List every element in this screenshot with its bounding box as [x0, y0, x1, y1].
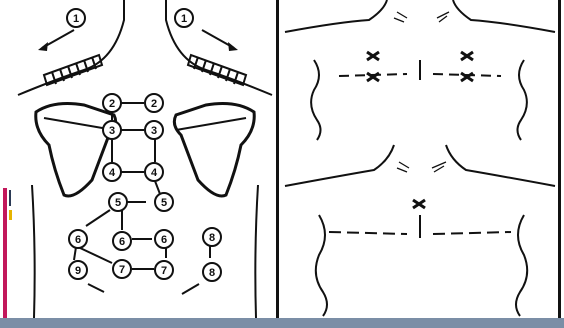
right-border — [558, 0, 561, 322]
step-marker: 1 — [67, 9, 85, 27]
step-number: 6 — [119, 236, 125, 248]
step-number: 3 — [109, 125, 115, 137]
left-torso-line — [32, 185, 35, 318]
accent-mark — [9, 190, 11, 206]
step-number: 2 — [151, 98, 157, 110]
step-marker: 7 — [155, 261, 173, 279]
step-marker: 4 — [145, 163, 163, 181]
step-number: 6 — [161, 234, 167, 246]
step-number: 4 — [151, 167, 158, 179]
step-number: 3 — [151, 125, 157, 137]
bottom-x-mark — [413, 200, 425, 208]
step-number: 5 — [161, 197, 167, 209]
step-number: 8 — [209, 267, 215, 279]
bottom-chest-outline — [285, 145, 555, 316]
step-number: 1 — [73, 13, 79, 25]
step-marker: 4 — [103, 163, 121, 181]
step-marker: 6 — [69, 230, 87, 248]
step-marker: 6 — [155, 230, 173, 248]
accent-bar — [3, 188, 7, 328]
step-number: 4 — [109, 167, 116, 179]
right-scapula — [174, 104, 254, 196]
step-number: 8 — [209, 232, 215, 244]
step-marker: 8 — [203, 263, 221, 281]
x-mark — [413, 200, 425, 208]
step-marker: 2 — [145, 94, 163, 112]
accent-mark-yellow — [9, 210, 12, 220]
marks-diagram-panel — [279, 0, 561, 318]
step-marker: 1 — [175, 9, 193, 27]
step-marker: 9 — [69, 261, 87, 279]
x-mark — [367, 52, 379, 60]
back-diagram: 1 1 2 2 3 3 4 4 5 5 6 6 6 7 7 8 8 9 — [14, 0, 276, 318]
marks-diagram — [279, 0, 561, 318]
step-marker: 7 — [113, 260, 131, 278]
step-marker: 5 — [109, 193, 127, 211]
step-marker: 3 — [103, 121, 121, 139]
step-number: 5 — [115, 197, 121, 209]
step-number: 7 — [161, 265, 167, 277]
step-marker: 2 — [103, 94, 121, 112]
step-number: 7 — [119, 264, 125, 276]
step-marker: 3 — [145, 121, 163, 139]
step-number: 1 — [181, 13, 187, 25]
bottom-bar — [0, 318, 564, 328]
top-chest-outline — [285, 0, 555, 140]
step-number: 6 — [75, 234, 81, 246]
x-mark — [461, 52, 473, 60]
step-marker: 6 — [113, 232, 131, 250]
step-marker: 8 — [203, 228, 221, 246]
step-marker: 5 — [155, 193, 173, 211]
step-number: 2 — [109, 98, 115, 110]
right-torso-line — [255, 185, 258, 318]
left-scapula — [36, 104, 116, 196]
step-number: 9 — [75, 265, 81, 277]
back-diagram-panel: 1 1 2 2 3 3 4 4 5 5 6 6 6 7 7 8 8 9 — [14, 0, 276, 318]
